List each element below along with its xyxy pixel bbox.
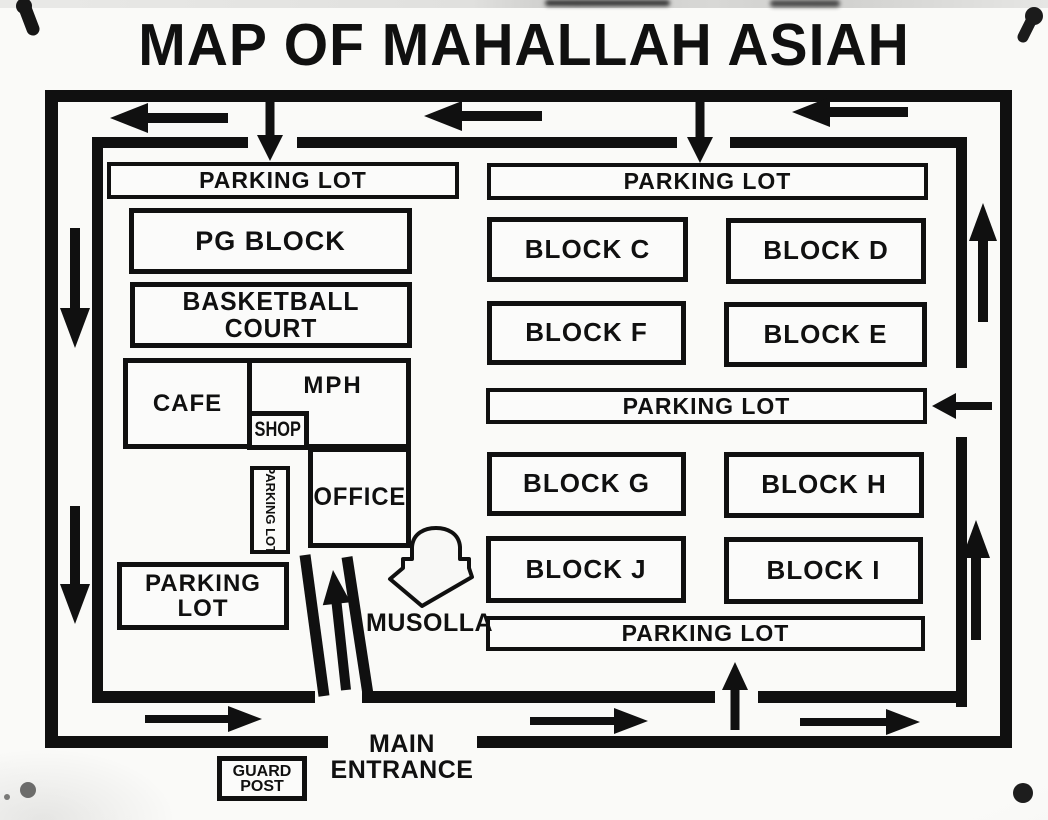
block-d-label: BLOCK D xyxy=(763,235,889,266)
block-c-label: BLOCK C xyxy=(524,233,651,264)
bottom-road-east-arrow-1 xyxy=(145,706,262,732)
block-g-label: BLOCK G xyxy=(523,468,650,499)
building-pg-block: PG BLOCK xyxy=(129,208,412,274)
mph-label: MPH xyxy=(303,372,363,399)
parking-lot-label: PARKING LOT xyxy=(623,168,792,195)
outer-boundary-top xyxy=(45,90,1012,102)
basketball-court-label: BASKETBALL COURT xyxy=(182,285,360,343)
outer-boundary-bottom-right xyxy=(477,736,1012,748)
outer-boundary-right xyxy=(1000,90,1012,748)
office: OFFICE xyxy=(308,447,411,548)
parking-lot-label: PARKING LOT xyxy=(622,392,791,419)
shop-label: SHOP xyxy=(254,418,302,442)
top-road-west-arrow-2 xyxy=(424,101,542,131)
inner-boundary-right-upper xyxy=(956,137,967,368)
top-entry-down-arrow-left xyxy=(257,102,283,161)
left-road-down-arrow-2 xyxy=(60,506,90,624)
block-e-label: BLOCK E xyxy=(763,318,888,349)
bottom-road-east-arrow-2 xyxy=(530,708,648,734)
guard-post-line2: POST xyxy=(240,777,284,795)
photo-shadow xyxy=(0,740,220,820)
parking-lot-top-left: PARKING LOT xyxy=(107,162,459,199)
parking-lot-top-right: PARKING LOT xyxy=(487,163,928,200)
cafe-label: CAFE xyxy=(152,389,223,417)
shop: SHOP xyxy=(247,411,309,450)
block-j-label: BLOCK J xyxy=(525,553,647,584)
bottom-entry-up-arrow xyxy=(722,662,748,730)
left-road-down-arrow-1 xyxy=(60,228,90,348)
outer-boundary-left xyxy=(45,90,58,748)
top-road-west-arrow-1 xyxy=(110,103,228,133)
guard-post: GUARD POST xyxy=(217,756,307,801)
block-h-label: BLOCK H xyxy=(761,469,887,500)
middle-lot-entry-west-arrow xyxy=(932,393,992,419)
photo-smudge xyxy=(545,0,670,6)
block-e: BLOCK E xyxy=(724,302,927,367)
map-title: MAP OF MAHALLAH ASIAH xyxy=(138,11,910,79)
block-f-label: BLOCK F xyxy=(525,317,648,348)
inner-boundary-left xyxy=(92,137,103,700)
right-road-up-arrow-1 xyxy=(969,203,997,322)
inner-boundary-top-2 xyxy=(297,137,677,148)
parking-lot-middle-right: PARKING LOT xyxy=(486,388,927,424)
main-entrance-line2: ENTRANCE xyxy=(330,756,474,784)
inner-boundary-top-3 xyxy=(730,137,967,148)
entrance-road-left-edge xyxy=(299,554,330,697)
pushpin-bottom-left-icon xyxy=(4,782,36,800)
parking-lot-small-vertical: PARKING LOT xyxy=(250,466,290,554)
main-entrance-label-area: MAIN ENTRANCE xyxy=(327,731,477,783)
block-i: BLOCK I xyxy=(724,537,923,604)
entrance-road-up-arrow xyxy=(322,570,351,691)
bottom-road-east-arrow-3 xyxy=(800,709,920,735)
parking-lot-label: PARKING LOT xyxy=(199,167,367,194)
parking-lot-vertical-label: PARKING LOT xyxy=(262,465,278,555)
musolla-label: MUSOLLA xyxy=(366,609,494,637)
block-g: BLOCK G xyxy=(487,452,686,516)
inner-boundary-bottom-1 xyxy=(92,691,315,703)
cafe-mph-divider xyxy=(247,361,252,446)
parking-lot-label: PARKING LOT xyxy=(621,620,790,647)
musolla-label-area: MUSOLLA xyxy=(366,609,493,638)
photo-top-edge xyxy=(0,0,1048,8)
outer-boundary-bottom-left xyxy=(45,736,328,748)
main-entrance-line1: MAIN xyxy=(369,730,435,758)
pushpin-bottom-right-icon xyxy=(1013,783,1033,803)
block-d: BLOCK D xyxy=(726,218,926,284)
parking-lot-label: PARKING LOT xyxy=(145,569,261,622)
parking-lot-bottom-right: PARKING LOT xyxy=(486,616,925,651)
photo-smudge xyxy=(770,0,840,7)
block-f: BLOCK F xyxy=(487,301,686,365)
block-c: BLOCK C xyxy=(487,217,688,282)
basketball-court: BASKETBALL COURT xyxy=(130,282,412,348)
office-label: OFFICE xyxy=(313,483,406,512)
inner-boundary-bottom-3 xyxy=(758,691,967,703)
inner-boundary-bottom-2 xyxy=(362,691,715,703)
top-entry-down-arrow-right xyxy=(687,100,713,163)
block-h: BLOCK H xyxy=(724,452,924,518)
inner-boundary-right-lower xyxy=(956,437,967,707)
guard-post-line1: GUARD xyxy=(232,762,292,780)
inner-boundary-top-1 xyxy=(92,137,248,148)
pg-block-label: PG BLOCK xyxy=(195,225,346,256)
cafe-mph-compound xyxy=(123,358,411,449)
mph-label-area: MPH xyxy=(258,372,408,400)
block-i-label: BLOCK I xyxy=(766,554,881,585)
parking-lot-bottom-left: PARKING LOT xyxy=(117,562,289,630)
block-j: BLOCK J xyxy=(486,536,686,603)
cafe-label-area: CAFE xyxy=(128,363,247,444)
